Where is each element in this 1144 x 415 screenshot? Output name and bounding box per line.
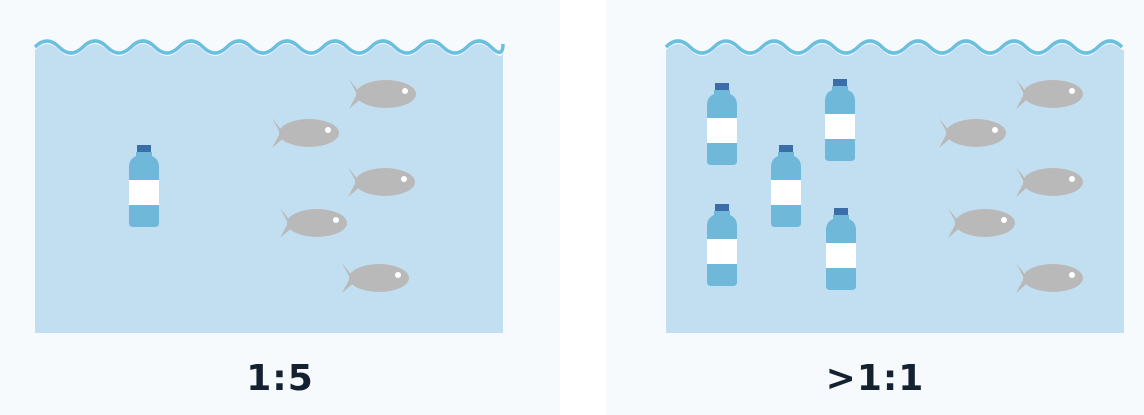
water-body bbox=[35, 44, 503, 333]
ratio-label: >1:1 bbox=[606, 358, 1144, 399]
ratio-label: 1:5 bbox=[0, 358, 560, 399]
water-scene-right bbox=[606, 20, 1144, 340]
panel-right: >1:1 bbox=[606, 0, 1144, 415]
panel-left: 1:5 bbox=[0, 0, 560, 415]
water-scene-left bbox=[0, 20, 560, 340]
